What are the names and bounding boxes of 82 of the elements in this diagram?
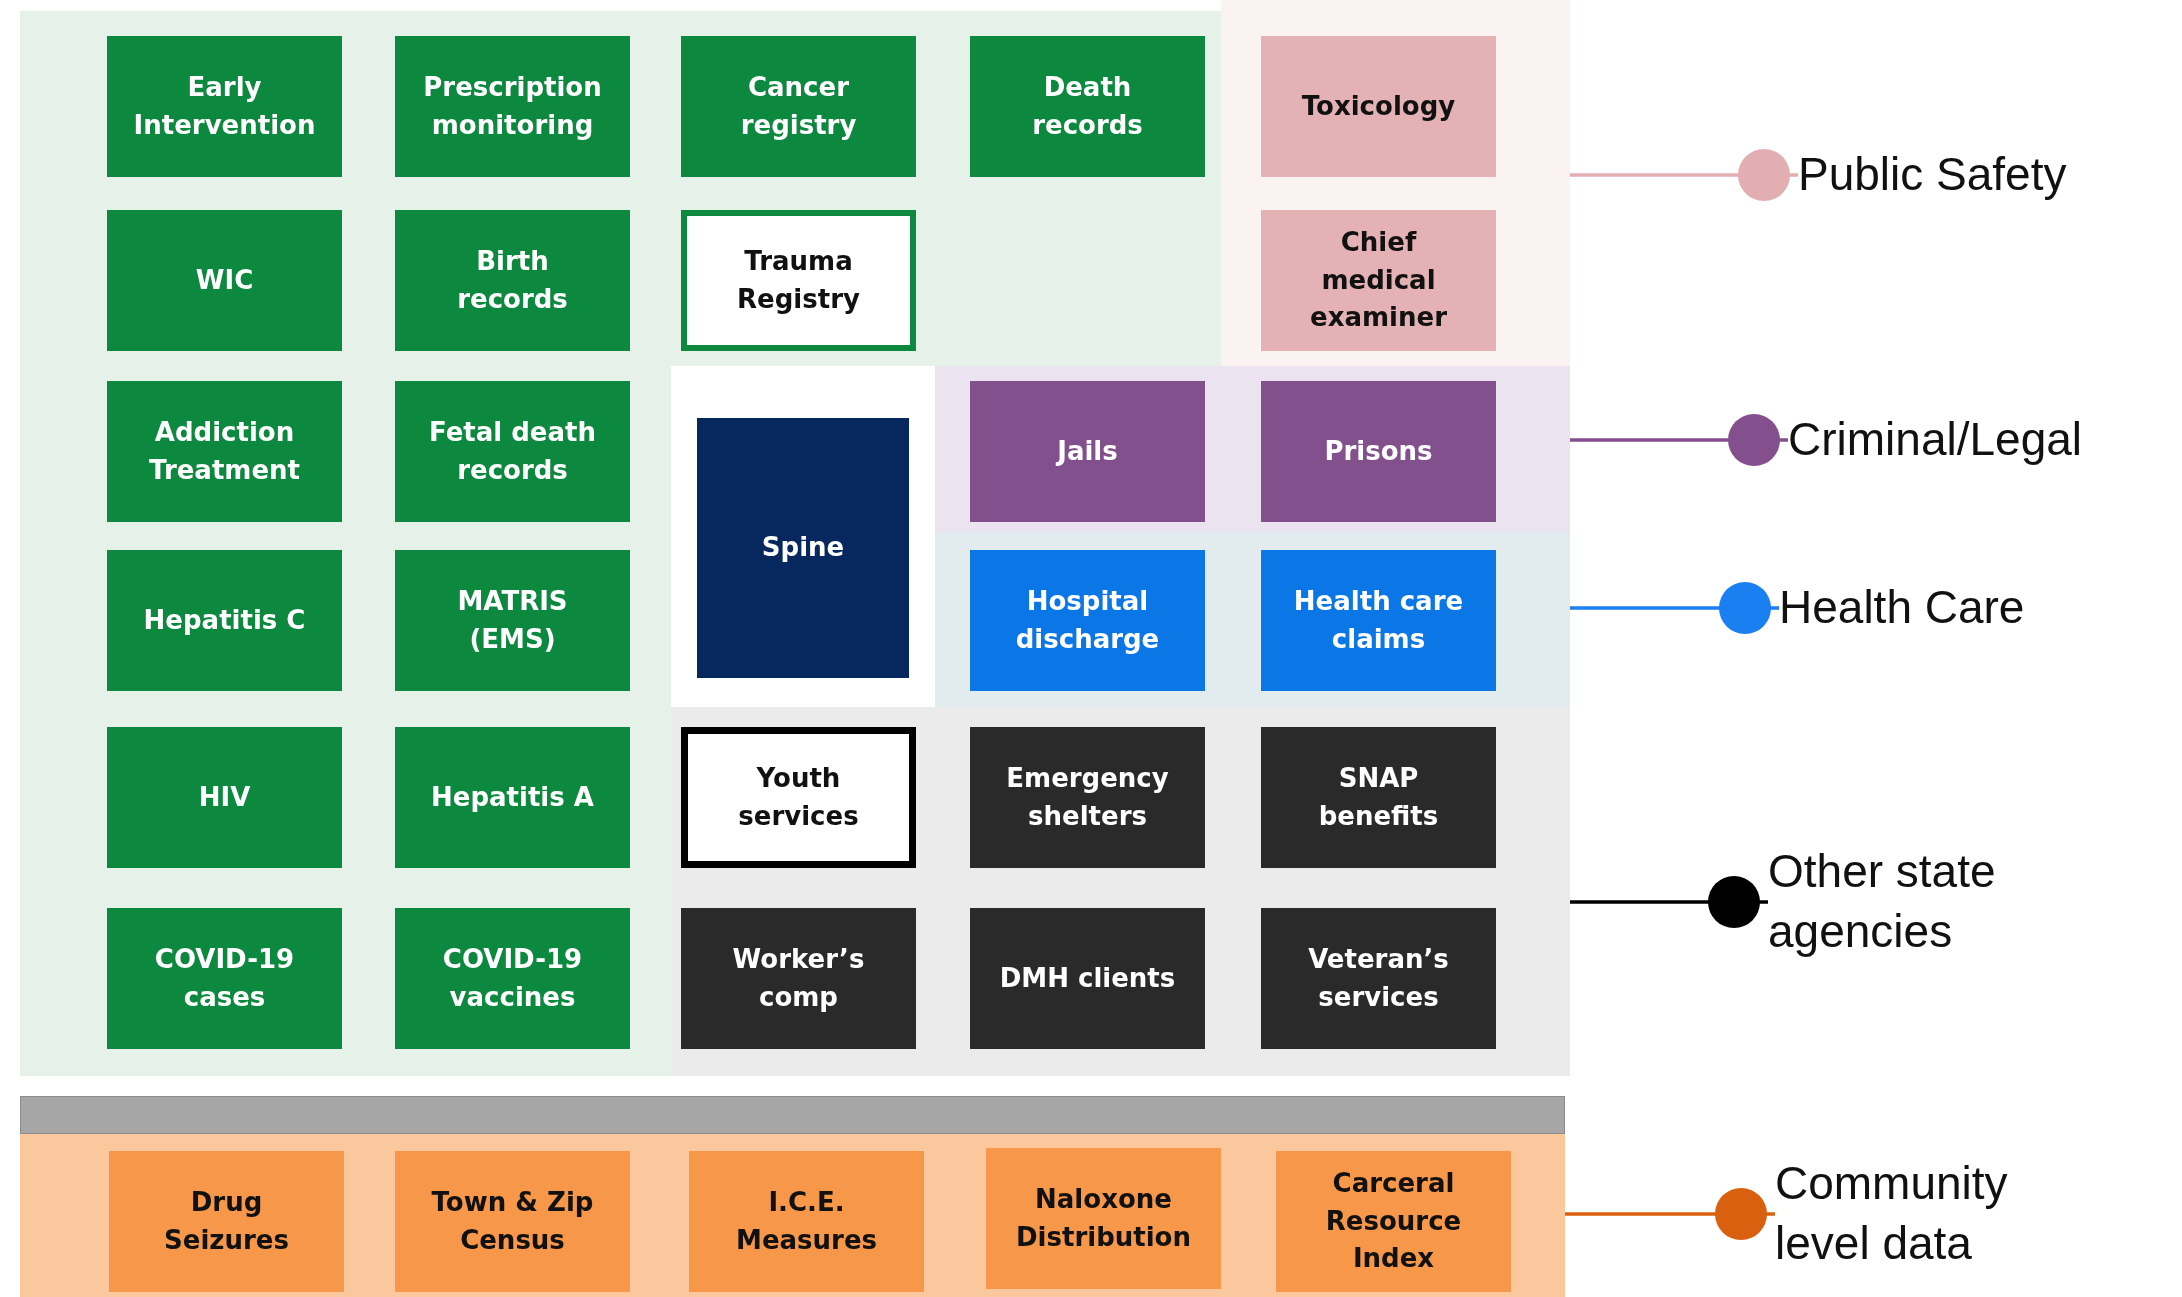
box-label: DMH clients [999,961,1176,995]
data-source-box [107,381,342,522]
data-source-box [681,908,916,1049]
box-label: COVID-19 vaccines [441,942,584,1014]
data-source-box [395,1151,630,1292]
data-source-box [970,550,1205,691]
category-label: Other state agencies [1768,844,1997,959]
data-source-box [109,1151,344,1292]
data-source-box [107,727,342,868]
connector-line [1570,414,1788,466]
box-label: Death records [1031,70,1144,142]
data-source-box [395,908,630,1049]
group-panel [671,707,1570,1076]
box-label: Cancer registry [739,70,858,142]
data-source-box [970,381,1205,522]
box-label: Fetal death records [428,415,597,487]
box-label: Chief medical examiner [1309,225,1448,335]
data-source-box [1261,210,1496,351]
data-source-box [107,908,342,1049]
box-label: Emergency shelters [1005,761,1170,833]
category-label: Health Care [1779,580,2025,636]
box-label: Town & Zip Census [430,1185,595,1257]
group-panel [935,366,1570,532]
category-label: Criminal/Legal [1788,412,2082,468]
category-label: Community level data [1775,1156,2009,1271]
category-label: Public Safety [1798,147,2067,203]
data-source-box [1261,381,1496,522]
data-source-box [681,36,916,177]
box-label: Naloxone Distribution [1015,1182,1192,1254]
data-source-box [395,36,630,177]
divider-bar [20,1096,1565,1134]
connector-line [1565,1188,1775,1240]
data-source-box [970,727,1205,868]
box-label: Spine [761,531,845,565]
connector-line [1570,149,1798,201]
box-label: Hepatitis A [431,780,594,814]
data-source-box [107,210,342,351]
data-source-box [107,550,342,691]
box-label: Youth services [737,761,860,833]
box-label: Carceral Resource Index [1324,1166,1463,1276]
box-label: Birth records [456,244,569,316]
box-label: Hepatitis C [143,603,306,637]
box-label: Hospital discharge [1014,584,1161,656]
data-source-box [395,550,630,691]
group-panel [935,532,1570,707]
box-label: SNAP benefits [1317,761,1440,833]
data-source-box [1261,36,1496,177]
data-source-box [970,908,1205,1049]
box-label: I.C.E. Measures [735,1185,878,1257]
box-label: Worker’s comp [731,942,866,1014]
data-source-box [395,381,630,522]
box-label: Early Intervention [132,70,317,142]
data-source-box [1276,1151,1511,1292]
data-source-box [697,418,909,678]
group-panel [1221,0,1570,366]
data-source-box [681,727,916,868]
box-label: COVID-19 cases [153,942,296,1014]
connector-line [1570,876,1768,928]
data-source-box [395,210,630,351]
box-label: HIV [198,780,251,814]
data-source-box [1261,908,1496,1049]
box-label: Trauma Registry [736,244,861,316]
box-label: Drug Seizures [163,1185,290,1257]
data-source-box [1261,727,1496,868]
data-source-box [1261,550,1496,691]
box-label: Veteran’s services [1307,942,1450,1014]
box-label: Prescription monitoring [422,70,603,142]
group-panel [20,1096,1565,1297]
data-source-box [681,210,916,351]
data-source-box [986,1148,1221,1289]
box-label: Prisons [1324,434,1433,468]
box-label: Addiction Treatment [148,415,301,487]
box-label: WIC [195,263,254,297]
data-source-box [970,36,1205,177]
connector-line [1570,582,1779,634]
box-label: Toxicology [1301,89,1456,123]
box-label: MATRIS (EMS) [456,584,569,656]
data-source-box [395,727,630,868]
data-source-box [689,1151,924,1292]
box-label: Health care claims [1292,584,1465,656]
box-label: Jails [1057,434,1118,468]
data-source-box [107,36,342,177]
